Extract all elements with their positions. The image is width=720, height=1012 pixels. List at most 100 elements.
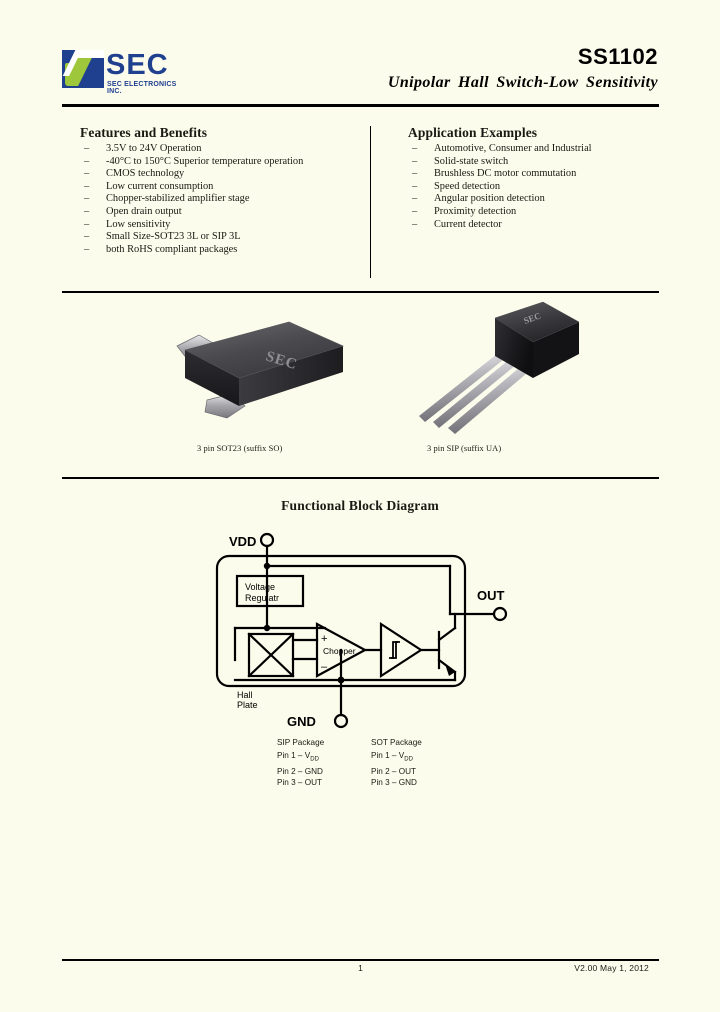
sip-pin1-subscript: DD bbox=[310, 756, 319, 763]
features-section: Features and Benefits – 3.5V to 24V Opera… bbox=[80, 125, 360, 256]
features-list: – 3.5V to 24V Operation – -40°C to 150°C S… bbox=[80, 143, 360, 256]
features-heading: Features and Benefits bbox=[80, 125, 208, 140]
bullet-dash: – bbox=[412, 180, 418, 192]
bullet-dash: – bbox=[84, 205, 90, 217]
list-item: – Low current consumption bbox=[80, 181, 360, 194]
feature-text: -40°C to 150°C Superior temperature oper… bbox=[106, 155, 304, 167]
list-item: – Solid-state switch bbox=[408, 156, 658, 169]
bullet-dash: – bbox=[84, 243, 90, 255]
sot-package-header: SOT Package bbox=[371, 738, 422, 747]
applications-list: –Automotive, Consumer and Industrial –So… bbox=[408, 143, 658, 231]
bullet-dash: – bbox=[84, 143, 90, 154]
list-item: – 3.5V to 24V Operation bbox=[80, 143, 360, 156]
list-item: – Open drain output bbox=[80, 206, 360, 219]
pin-assignment-table: SIP Package Pin 1 – VDD Pin 2 – GND Pin … bbox=[277, 737, 443, 789]
table-row: Pin 3 – GND bbox=[371, 778, 417, 788]
feature-text: 3.5V to 24V Operation bbox=[106, 143, 202, 154]
sip-pin1-label: Pin 1 – V bbox=[277, 750, 311, 760]
list-item: – Chopper-stabilized amplifier stage bbox=[80, 193, 360, 206]
page-header: SEC SEC ELECTRONICS INC. SS1102 Unipolar… bbox=[62, 44, 658, 106]
functional-block-diagram: VDD GND OUT Voltage Regulatr + – Chopper… bbox=[205, 528, 515, 733]
voltage-regulator-label-1: Voltage bbox=[245, 582, 275, 592]
sot23-body bbox=[184, 321, 344, 406]
bullet-dash: – bbox=[412, 193, 418, 205]
out-terminal bbox=[492, 606, 508, 622]
footer-divider bbox=[62, 959, 659, 961]
table-row: Pin 3 – OUT bbox=[277, 778, 323, 788]
feature-text: Open drain output bbox=[106, 205, 182, 217]
feature-text: CMOS technology bbox=[106, 168, 185, 180]
voltage-regulator-block bbox=[235, 574, 305, 608]
bullet-dash: – bbox=[84, 193, 90, 205]
amp-minus-label: – bbox=[321, 661, 328, 673]
bullet-dash: – bbox=[412, 205, 418, 217]
sip-to92-package-image: SEC bbox=[417, 298, 602, 440]
feature-text: Low sensitivity bbox=[106, 218, 171, 230]
list-item: – Small Size-SOT23 3L or SIP 3L bbox=[80, 231, 360, 244]
list-item: – Speed detection bbox=[408, 181, 658, 194]
features-divider bbox=[62, 291, 659, 293]
column-divider bbox=[370, 126, 371, 278]
feature-text: Chopper-stabilized amplifier stage bbox=[106, 193, 250, 205]
gnd-label: GND bbox=[287, 714, 316, 729]
sip-pin-column: SIP Package Pin 1 – VDD Pin 2 – GND Pin … bbox=[277, 737, 349, 789]
to92-body bbox=[494, 301, 580, 378]
page-number: 1 bbox=[358, 963, 363, 973]
to92-pins bbox=[419, 354, 533, 434]
sot-pin1-subscript: DD bbox=[404, 756, 413, 763]
list-item: –Automotive, Consumer and Industrial bbox=[408, 143, 658, 156]
application-text: Angular position detection bbox=[434, 193, 545, 205]
package-photos-section: SEC bbox=[62, 296, 659, 474]
packages-divider bbox=[62, 477, 659, 479]
list-item: – Brushless DC motor commutation bbox=[408, 168, 658, 181]
list-item: –CMOS technology bbox=[80, 168, 360, 181]
list-item: –Low sensitivity bbox=[80, 219, 360, 232]
feature-text: Low current consumption bbox=[106, 180, 214, 192]
application-text: Speed detection bbox=[434, 180, 501, 192]
vdd-terminal bbox=[259, 532, 275, 548]
feature-text: Small Size-SOT23 3L or SIP 3L bbox=[106, 231, 241, 243]
transistor-arrow bbox=[445, 664, 455, 676]
part-number-title: SS1102 bbox=[577, 44, 658, 69]
list-item: –both RoHS compliant packages bbox=[80, 244, 360, 257]
product-subtitle: Unipolar Hall Switch-Low Sensitivity bbox=[387, 74, 658, 91]
table-row: Pin 2 – OUT bbox=[371, 766, 417, 776]
hall-plate-label-1: Hall bbox=[237, 690, 253, 700]
bullet-dash: – bbox=[412, 168, 418, 180]
application-text: Solid-state switch bbox=[434, 155, 509, 167]
applications-section: Application Examples –Automotive, Consum… bbox=[408, 125, 658, 231]
schmitt-trigger-block bbox=[379, 621, 424, 679]
out-label: OUT bbox=[477, 588, 505, 603]
junction-dot bbox=[337, 676, 345, 684]
bullet-dash: – bbox=[84, 231, 90, 243]
junction-dot bbox=[263, 624, 271, 632]
amp-plus-label: + bbox=[321, 633, 327, 645]
page-footer: 1 V2.00 May 1, 2012 bbox=[62, 963, 659, 979]
sip-caption: 3 pin SIP (suffix UA) bbox=[427, 444, 502, 453]
bullet-dash: – bbox=[412, 218, 418, 230]
logo-wordmark: SEC bbox=[106, 49, 169, 81]
application-text: Brushless DC motor commutation bbox=[434, 168, 577, 180]
bullet-dash: – bbox=[412, 155, 418, 167]
application-text: Automotive, Consumer and Industrial bbox=[434, 143, 592, 154]
sot23-package-image: SEC bbox=[147, 302, 367, 437]
list-item: –Current detector bbox=[408, 219, 658, 232]
bullet-dash: – bbox=[84, 180, 90, 192]
junction-dot bbox=[263, 562, 271, 570]
logo-company-name: SEC ELECTRONICS INC. bbox=[107, 81, 177, 95]
sec-logo-mark-icon bbox=[62, 50, 104, 88]
list-item: – Angular position detection bbox=[408, 193, 658, 206]
sot-pin1-label: Pin 1 – V bbox=[371, 750, 405, 760]
sip-package-header: SIP Package bbox=[277, 738, 325, 747]
revision-date: V2.00 May 1, 2012 bbox=[574, 963, 649, 973]
application-text: Proximity detection bbox=[434, 205, 517, 217]
bullet-dash: – bbox=[84, 155, 90, 167]
vdd-label: VDD bbox=[229, 534, 256, 549]
list-item: – -40°C to 150°C Superior temperature ope… bbox=[80, 156, 360, 169]
block-diagram-heading: Functional Block Diagram bbox=[281, 498, 439, 513]
hall-plate-label-2: Plate bbox=[237, 700, 258, 710]
company-logo: SEC SEC ELECTRONICS INC. bbox=[62, 49, 192, 95]
sot-pin-column: SOT Package Pin 1 – VDD Pin 2 – OUT Pin … bbox=[371, 737, 443, 789]
hall-plate-block bbox=[247, 632, 295, 678]
